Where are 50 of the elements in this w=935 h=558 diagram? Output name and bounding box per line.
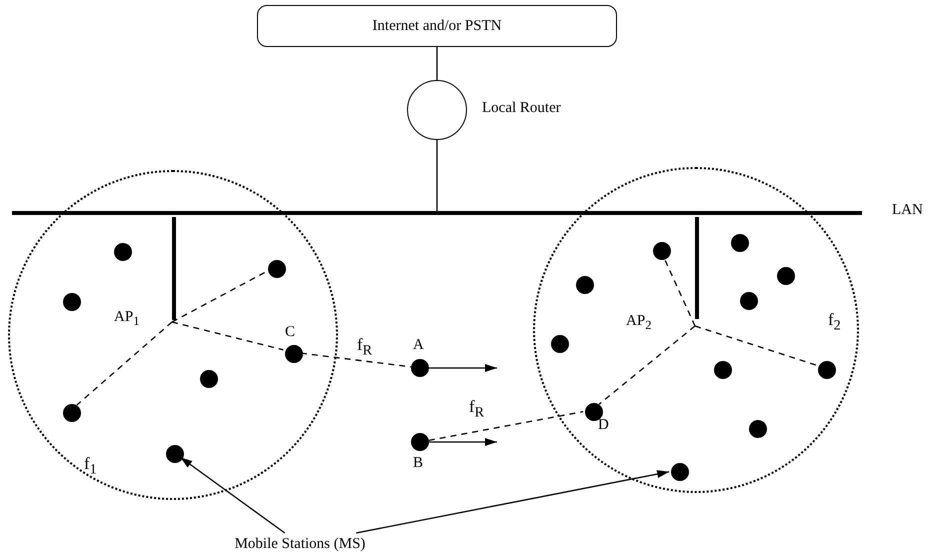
mobile-station-dot bbox=[818, 361, 836, 379]
mobile-station-dot bbox=[714, 361, 732, 379]
wired-link bbox=[436, 140, 438, 211]
node-label: Local Router bbox=[482, 101, 561, 116]
wireless-link bbox=[172, 321, 284, 350]
mobile-station-dot bbox=[411, 359, 429, 377]
network-box bbox=[257, 5, 617, 47]
motion-arrow bbox=[429, 438, 497, 446]
mobile-station-dot bbox=[653, 242, 671, 260]
mobile-station-dot bbox=[411, 433, 429, 451]
leader-line bbox=[180, 456, 286, 534]
access-point-stub bbox=[172, 217, 176, 320]
box-label: Internet and/or PSTN bbox=[372, 18, 502, 34]
wireless-link bbox=[428, 411, 584, 441]
mobile-station-dot bbox=[749, 420, 767, 438]
mobile-station-dot bbox=[200, 370, 218, 388]
wireless-link bbox=[694, 325, 817, 366]
node-label: AP$_{2}$ bbox=[626, 314, 652, 332]
node-label: AP$_{1}$ bbox=[114, 310, 140, 328]
node-label: B bbox=[413, 456, 424, 471]
caption-text: Mobile Stations (MS) bbox=[222, 533, 378, 555]
wireless-link bbox=[300, 352, 412, 368]
node-label: C bbox=[285, 325, 296, 340]
frequency-label: f$_{1}$ bbox=[84, 455, 97, 477]
wired-link bbox=[436, 47, 438, 80]
mobile-station-dot bbox=[285, 345, 303, 363]
node-label: D bbox=[598, 418, 609, 433]
mobile-station-dot bbox=[576, 276, 594, 294]
coverage-area bbox=[533, 167, 859, 493]
coverage-area bbox=[8, 170, 338, 500]
node-label: A bbox=[413, 338, 424, 353]
mobile-station-dot bbox=[740, 292, 758, 310]
node-label: LAN bbox=[892, 203, 923, 218]
frequency-label: f$_{2}$ bbox=[828, 311, 841, 333]
access-point-stub bbox=[695, 217, 699, 319]
wireless-link bbox=[598, 326, 696, 405]
mobile-station-dot bbox=[551, 335, 569, 353]
mobile-station-dot bbox=[63, 293, 81, 311]
mobile-station-dot bbox=[585, 403, 603, 421]
mobile-station-dot bbox=[114, 243, 132, 261]
motion-arrow bbox=[429, 364, 497, 372]
wireless-link bbox=[172, 270, 268, 323]
wireless-link bbox=[76, 322, 172, 406]
mobile-station-dot bbox=[268, 260, 286, 278]
mobile-station-dot bbox=[671, 463, 689, 481]
leader-line bbox=[356, 470, 670, 534]
mobile-station-dot bbox=[731, 234, 749, 252]
mobile-station-dot bbox=[166, 445, 184, 463]
mobile-station-dot bbox=[777, 267, 795, 285]
mobile-station-dot bbox=[63, 404, 81, 422]
